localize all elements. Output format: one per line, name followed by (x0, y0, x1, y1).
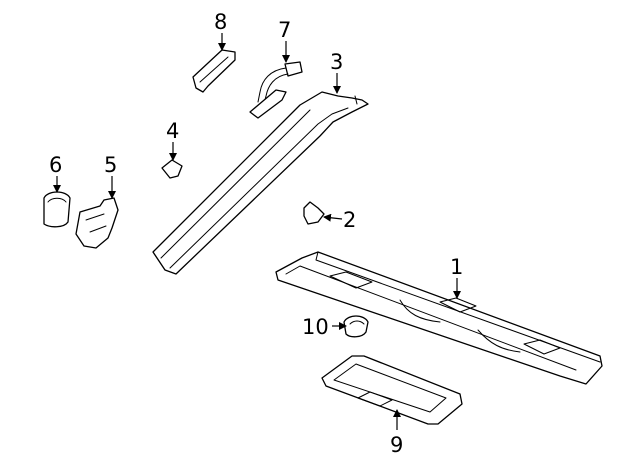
part-7-strap (249, 61, 303, 119)
callout-5: 5 (104, 153, 117, 177)
part-4-clip (161, 159, 183, 179)
callout-6: 6 (49, 153, 62, 177)
callout-8: 8 (214, 10, 227, 34)
callout-leaders (53, 33, 461, 430)
part-1-panel (275, 251, 603, 385)
callout-9: 9 (390, 433, 403, 457)
callout-2: 2 (343, 208, 356, 232)
callout-4: 4 (166, 119, 179, 143)
part-8-bracket (192, 49, 236, 93)
leader-2 (323, 213, 343, 222)
callout-1: 1 (450, 255, 463, 279)
part-2-clip (303, 201, 325, 225)
part-5-bracket (75, 197, 119, 249)
callout-10: 10 (302, 315, 329, 339)
part-6-cap (43, 191, 71, 228)
part-10-clip (343, 315, 369, 338)
callout-3: 3 (330, 50, 343, 74)
callout-7: 7 (278, 18, 291, 42)
part-9-tray (321, 355, 463, 425)
callout-labels: 8 7 3 4 6 5 2 1 10 9 (49, 10, 463, 457)
part-3-pillar-trim (152, 91, 369, 275)
